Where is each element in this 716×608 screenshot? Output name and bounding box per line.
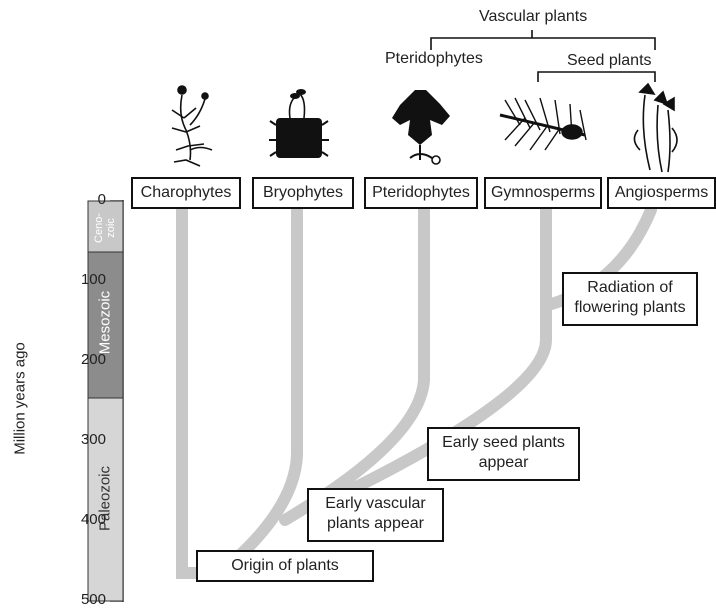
era-mesozoic-label: Mesozoic <box>96 290 114 355</box>
tick-label-200: 200 <box>80 351 106 368</box>
tick-label-400: 400 <box>80 511 106 528</box>
event-early-vascular-plants: Early vascular plants appear <box>307 488 444 542</box>
taxon-angiosperms: Angiosperms <box>607 177 716 209</box>
pteridophytes-group-label: Pteridophytes <box>385 50 483 67</box>
charophytes-branch <box>176 204 241 579</box>
event-early-vascular-line1: Early vascular <box>325 495 426 512</box>
tick-label-0: 0 <box>97 191 106 208</box>
tick-label-500: 500 <box>80 591 106 608</box>
taxon-pteridophytes: Pteridophytes <box>364 177 478 209</box>
cenozoic-band <box>87 200 124 253</box>
vascular-plants-bracket <box>430 37 656 50</box>
pteridophytes-branch <box>279 204 430 526</box>
taxon-bryophytes: Bryophytes <box>252 177 354 209</box>
taxon-gymnosperms: Gymnosperms <box>484 177 602 209</box>
tick-label-300: 300 <box>80 431 106 448</box>
taxon-charophytes: Charophytes <box>131 177 241 209</box>
era-cenozoic-label: Ceno- zoic <box>93 213 117 243</box>
gymnosperm-illustration <box>499 97 587 151</box>
era-paleozoic-label: Paleozoic <box>96 465 114 532</box>
bryophytes-branch <box>229 204 303 566</box>
event-radiation-line1: Radiation of <box>587 279 673 296</box>
angiosperm-illustration <box>633 82 678 173</box>
event-radiation-line2: flowering plants <box>574 299 686 316</box>
bryophyte-illustration <box>269 89 329 158</box>
vascular-plants-label: Vascular plants <box>479 8 588 25</box>
event-early-vascular-line2: plants appear <box>327 515 424 532</box>
seed-plants-bracket <box>537 71 656 82</box>
event-early-seed-line1: Early seed plants <box>442 434 565 451</box>
axis-title: Million years ago <box>11 342 29 455</box>
event-early-seed-line2: appear <box>478 454 529 471</box>
event-radiation-flowering: Radiation of flowering plants <box>562 272 698 326</box>
event-origin-of-plants: Origin of plants <box>196 550 374 582</box>
gymnosperms-branch <box>324 204 552 506</box>
charophyte-illustration <box>171 85 213 167</box>
tick-label-100: 100 <box>80 271 106 288</box>
pteridophyte-illustration <box>392 90 450 165</box>
event-early-seed-plants: Early seed plants appear <box>427 427 580 481</box>
mesozoic-band <box>87 251 124 399</box>
paleozoic-band <box>87 397 124 602</box>
seed-plants-label: Seed plants <box>567 52 652 69</box>
